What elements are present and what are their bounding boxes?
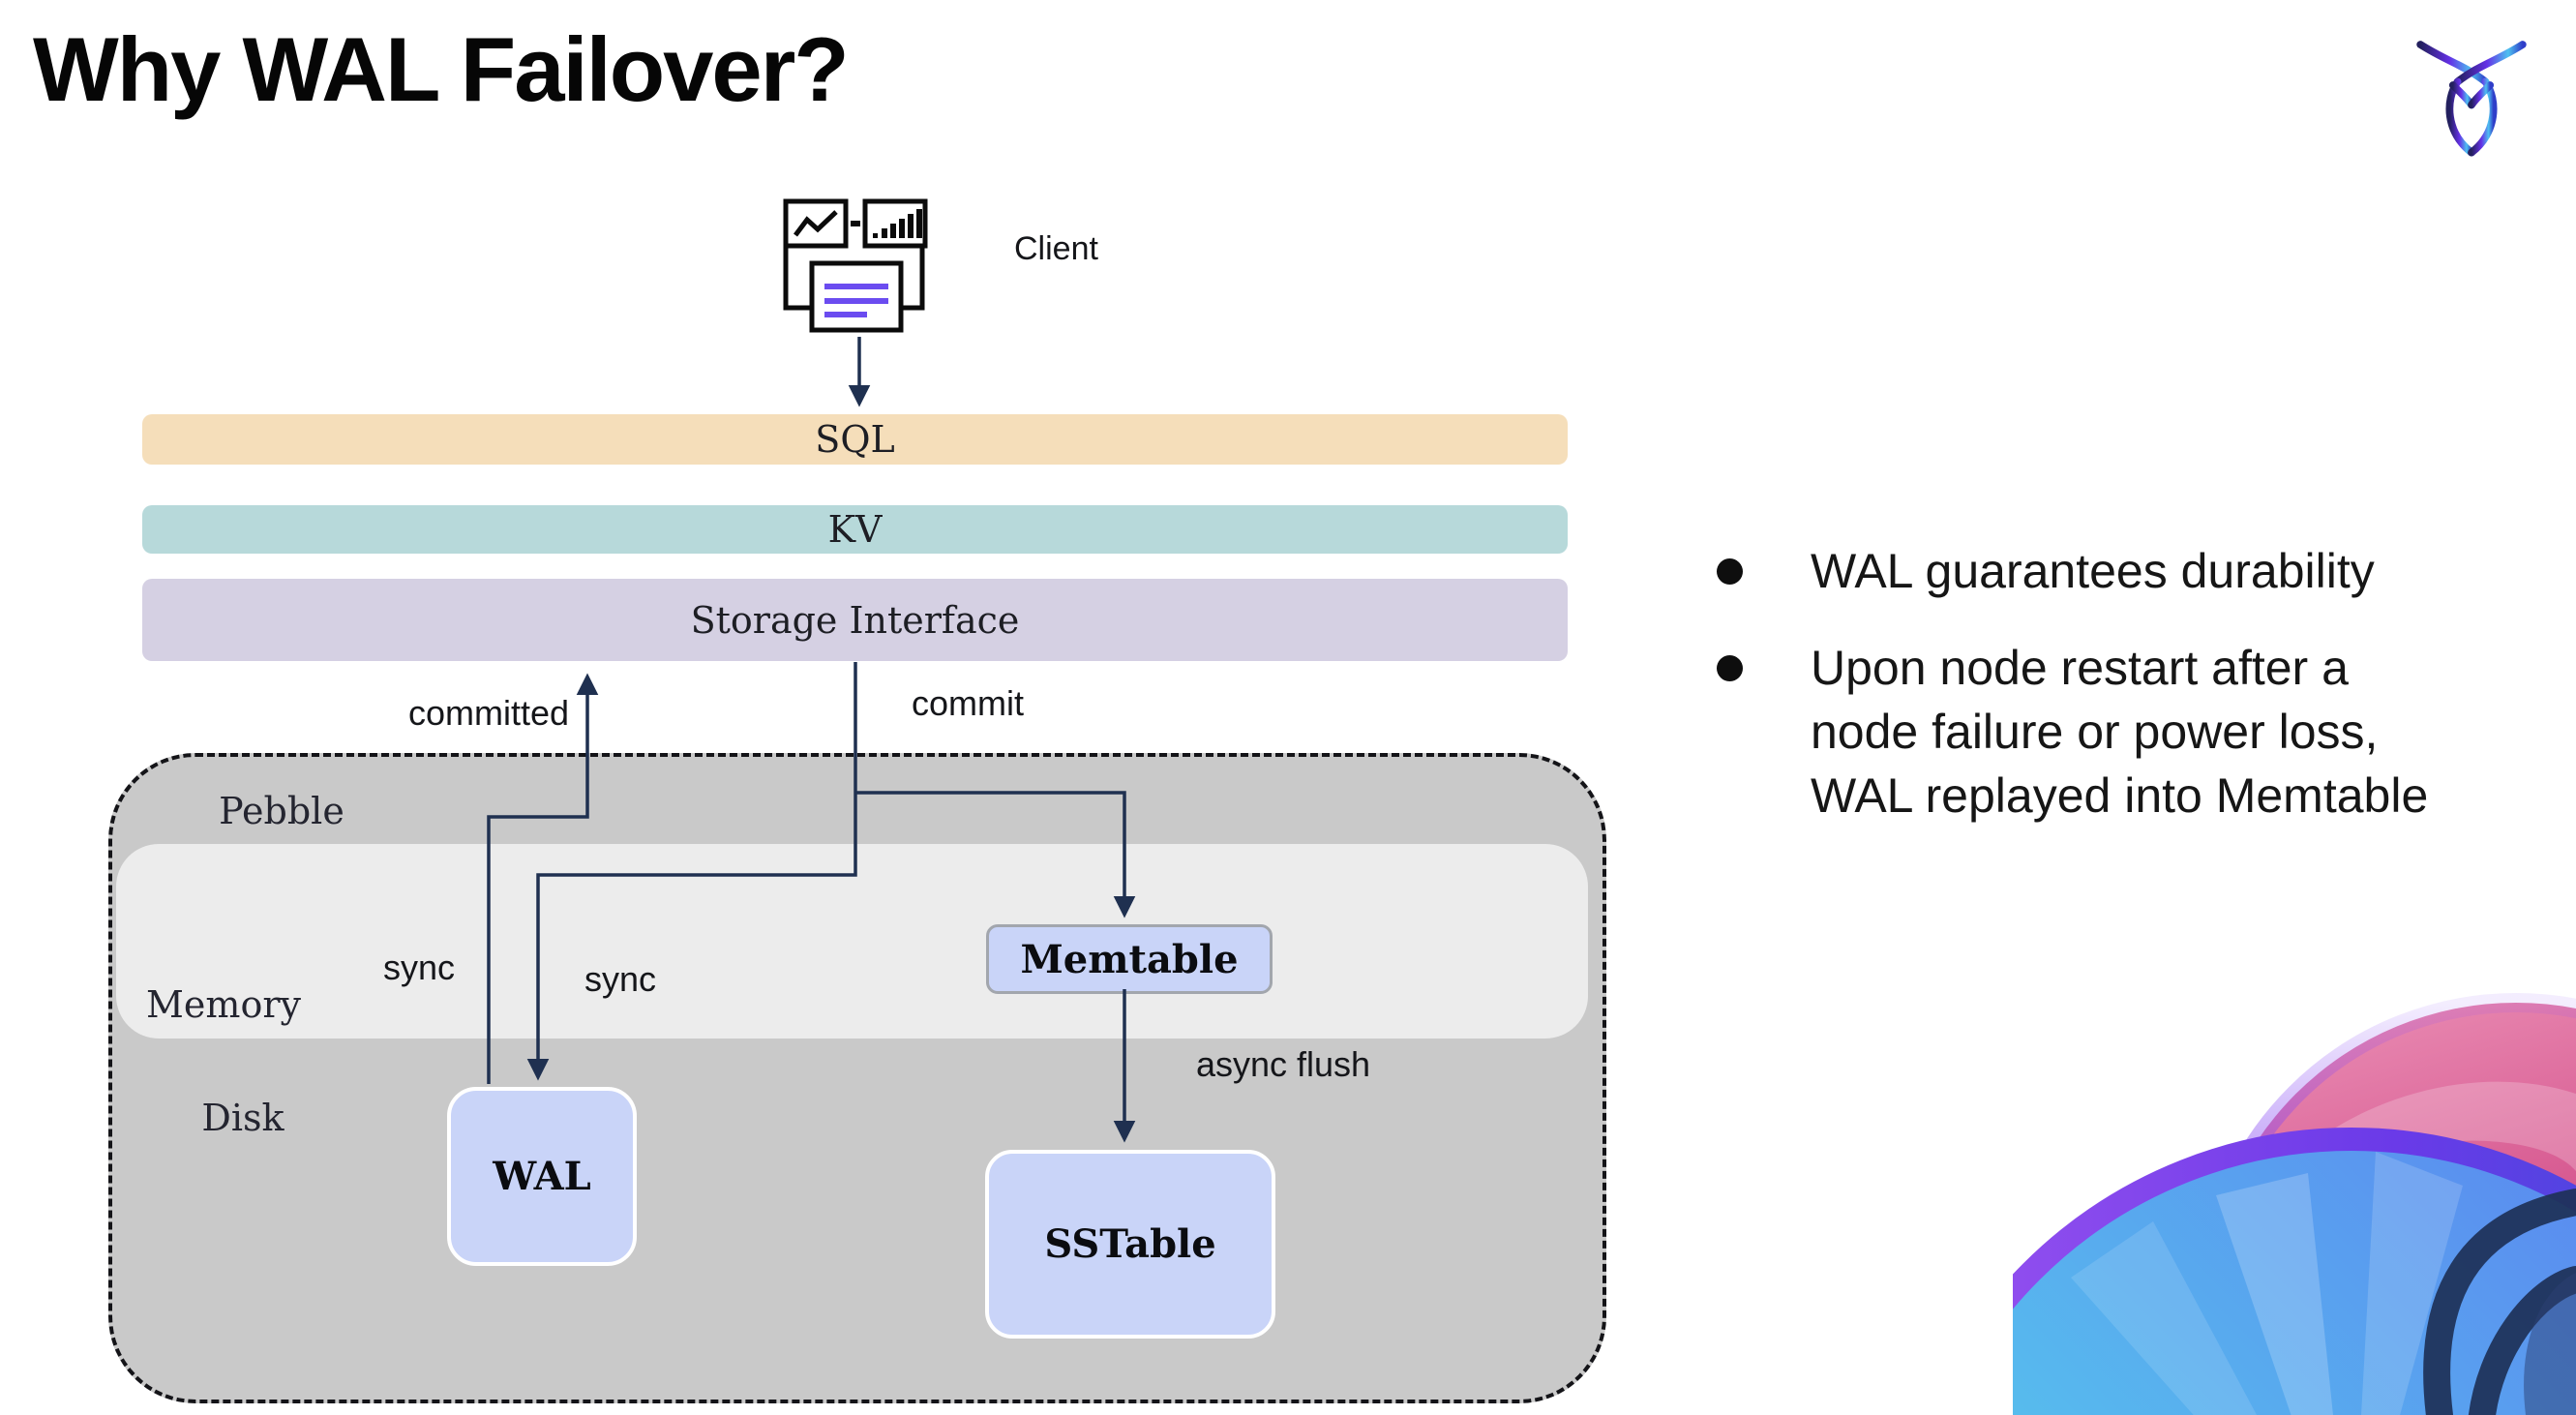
bullet-line: node failure or power loss, [1811,705,2379,759]
disk-zone-label: Disk [201,1097,285,1139]
wal-node-label: WAL [493,1154,591,1199]
bullet-text: WAL guarantees durability [1811,539,2375,603]
committed-edge-label: committed [407,693,570,733]
layer-bar-storage-interface-label: Storage Interface [690,598,1020,642]
page-title: Why WAL Failover? [33,18,850,120]
memory-zone-label: Memory [146,983,301,1026]
memtable-node-label: Memtable [1020,936,1239,982]
layer-bar-kv-label: KV [827,508,883,551]
bullet-list: WAL guarantees durability Upon node rest… [1717,539,2576,860]
bar-chart-glyph [873,209,922,238]
layer-bar-sql-label: SQL [815,418,895,461]
layer-bar-storage-interface: Storage Interface [142,579,1568,661]
bullet-line: WAL guarantees durability [1811,544,2375,598]
sync-right-edge-label: sync [584,959,657,999]
wal-node: WAL [447,1087,637,1266]
memory-zone [116,844,1588,1039]
bullet-item: Upon node restart after a node failure o… [1717,636,2576,828]
bullet-dot [1717,558,1743,585]
pebble-label: Pebble [219,790,344,832]
layer-bar-kv: KV [142,505,1568,554]
document-lines-glyph [824,284,888,317]
bullet-line: Upon node restart after a [1811,641,2349,695]
bullet-text: Upon node restart after a node failure o… [1811,636,2428,828]
bullet-item: WAL guarantees durability [1717,539,2576,603]
brand-decoration-graphic [2013,993,2576,1415]
commit-edge-label: commit [912,683,1024,723]
sstable-node-label: SSTable [1044,1221,1216,1267]
sstable-node: SSTable [985,1150,1275,1339]
memtable-node: Memtable [986,924,1273,994]
client-devices-icon [783,198,928,333]
sync-left-edge-label: sync [382,948,456,987]
bullet-dot [1717,655,1743,681]
cockroachdb-logo-icon [2416,41,2527,157]
client-label: Client [1014,230,1098,267]
bullet-line: WAL replayed into Memtable [1811,768,2429,823]
async-flush-edge-label: async flush [1195,1044,1371,1084]
layer-bar-sql: SQL [142,414,1568,465]
